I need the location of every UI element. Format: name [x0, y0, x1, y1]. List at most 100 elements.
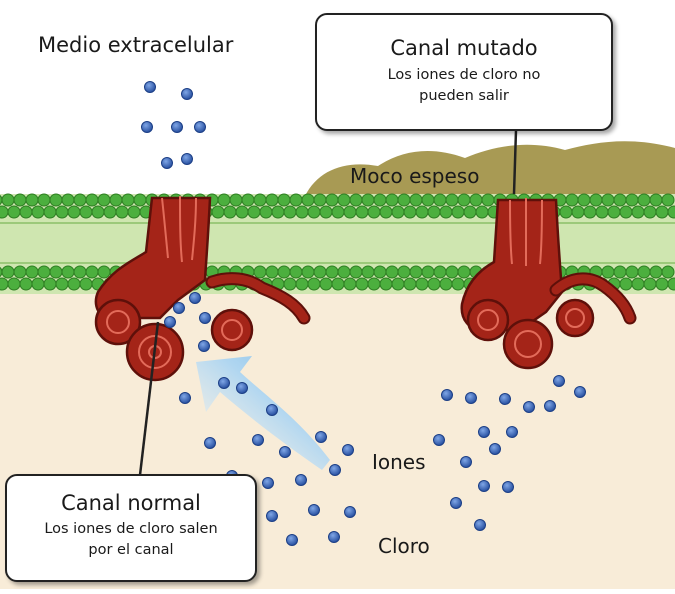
lipid-head [343, 277, 357, 291]
lipid-head [649, 265, 663, 279]
lipid-head [361, 265, 375, 279]
lipid-head [97, 193, 111, 207]
lipid-head [577, 193, 591, 207]
chloride-ion [506, 426, 518, 438]
lipid-head [439, 277, 453, 291]
lipid-head [367, 205, 381, 219]
lipid-head [583, 205, 597, 219]
lipid-head [61, 265, 75, 279]
lipid-head [445, 193, 459, 207]
lipid-head [133, 193, 147, 207]
chloride-ion [499, 393, 511, 405]
lipid-head [283, 205, 297, 219]
extracellular-label: Medio extracelular [38, 33, 234, 57]
lipid-head [25, 193, 39, 207]
lipid-head [391, 205, 405, 219]
lipid-head [607, 205, 621, 219]
chloride-ion [181, 88, 193, 100]
chloride-ion [171, 121, 183, 133]
lipid-head [37, 265, 51, 279]
lipid-head [397, 265, 411, 279]
chloride-ion [433, 434, 445, 446]
chloride-ion [236, 382, 248, 394]
chloride-ion [194, 121, 206, 133]
lipid-head [301, 193, 315, 207]
chloride-ion [198, 340, 210, 352]
lipid-head [0, 205, 9, 219]
lipid-head [7, 277, 21, 291]
chloride-ion [523, 401, 535, 413]
lipid-head [37, 193, 51, 207]
chloride-ion [279, 446, 291, 458]
lipid-head [619, 205, 633, 219]
lipid-head [445, 265, 459, 279]
lipid-head [55, 205, 69, 219]
lipid-head [403, 205, 417, 219]
chloride-ion [478, 480, 490, 492]
chloride-ion [544, 400, 556, 412]
chloride-ion [489, 443, 501, 455]
lipid-head [103, 205, 117, 219]
lipid-head [427, 205, 441, 219]
lipid-head [571, 205, 585, 219]
lipid-head [481, 193, 495, 207]
lipid-head [439, 205, 453, 219]
normal-channel-callout: Canal normal Los iones de cloro salen po… [5, 474, 257, 582]
lipid-tail-line [0, 262, 675, 264]
lipid-head [403, 277, 417, 291]
lipid-head [409, 193, 423, 207]
mutated-callout-line2: pueden salir [419, 88, 509, 104]
lipid-head [43, 277, 57, 291]
chloride-ion [262, 477, 274, 489]
chloride-ion [181, 153, 193, 165]
lipid-head [421, 265, 435, 279]
lipid-head [91, 205, 105, 219]
lipid-head [0, 277, 9, 291]
lipid-head [475, 205, 489, 219]
lipid-head [73, 265, 87, 279]
lipid-head [277, 193, 291, 207]
lipid-head [385, 193, 399, 207]
lipid-head [319, 205, 333, 219]
lipid-head [331, 205, 345, 219]
chloride-ion [286, 534, 298, 546]
lipid-head [295, 277, 309, 291]
chloride-ion [574, 386, 586, 398]
lipid-head [289, 265, 303, 279]
chloride-ion [474, 519, 486, 531]
lipid-head [229, 193, 243, 207]
lipid-head [661, 193, 675, 207]
lipid-head [373, 265, 387, 279]
chloride-ions [141, 81, 586, 546]
normal-callout-title: Canal normal [61, 491, 201, 515]
mutated-channel-protein [460, 198, 637, 370]
lipid-head [655, 277, 669, 291]
lipid-head [277, 265, 291, 279]
chloride-ion [164, 316, 176, 328]
lipid-head [613, 193, 627, 207]
lipid-head [601, 265, 615, 279]
lipid-head [337, 193, 351, 207]
lipid-head [217, 193, 231, 207]
chloride-ion [266, 510, 278, 522]
chloride-ion [441, 389, 453, 401]
chloride-ion [344, 506, 356, 518]
lipid-head [589, 193, 603, 207]
lipid-head [307, 277, 321, 291]
chloride-ion [465, 392, 477, 404]
lipid-head [637, 193, 651, 207]
chloride-ion [179, 392, 191, 404]
thick-mucus-label: Moco espeso [350, 164, 480, 188]
lipid-head [241, 193, 255, 207]
lipid-head [391, 277, 405, 291]
lipid-head [85, 265, 99, 279]
ions-label: Iones [372, 450, 426, 474]
chloride-ion [502, 481, 514, 493]
lipid-head [415, 205, 429, 219]
lipid-head [235, 205, 249, 219]
chloride-ion [189, 292, 201, 304]
lipid-head [379, 277, 393, 291]
lipid-head [595, 205, 609, 219]
